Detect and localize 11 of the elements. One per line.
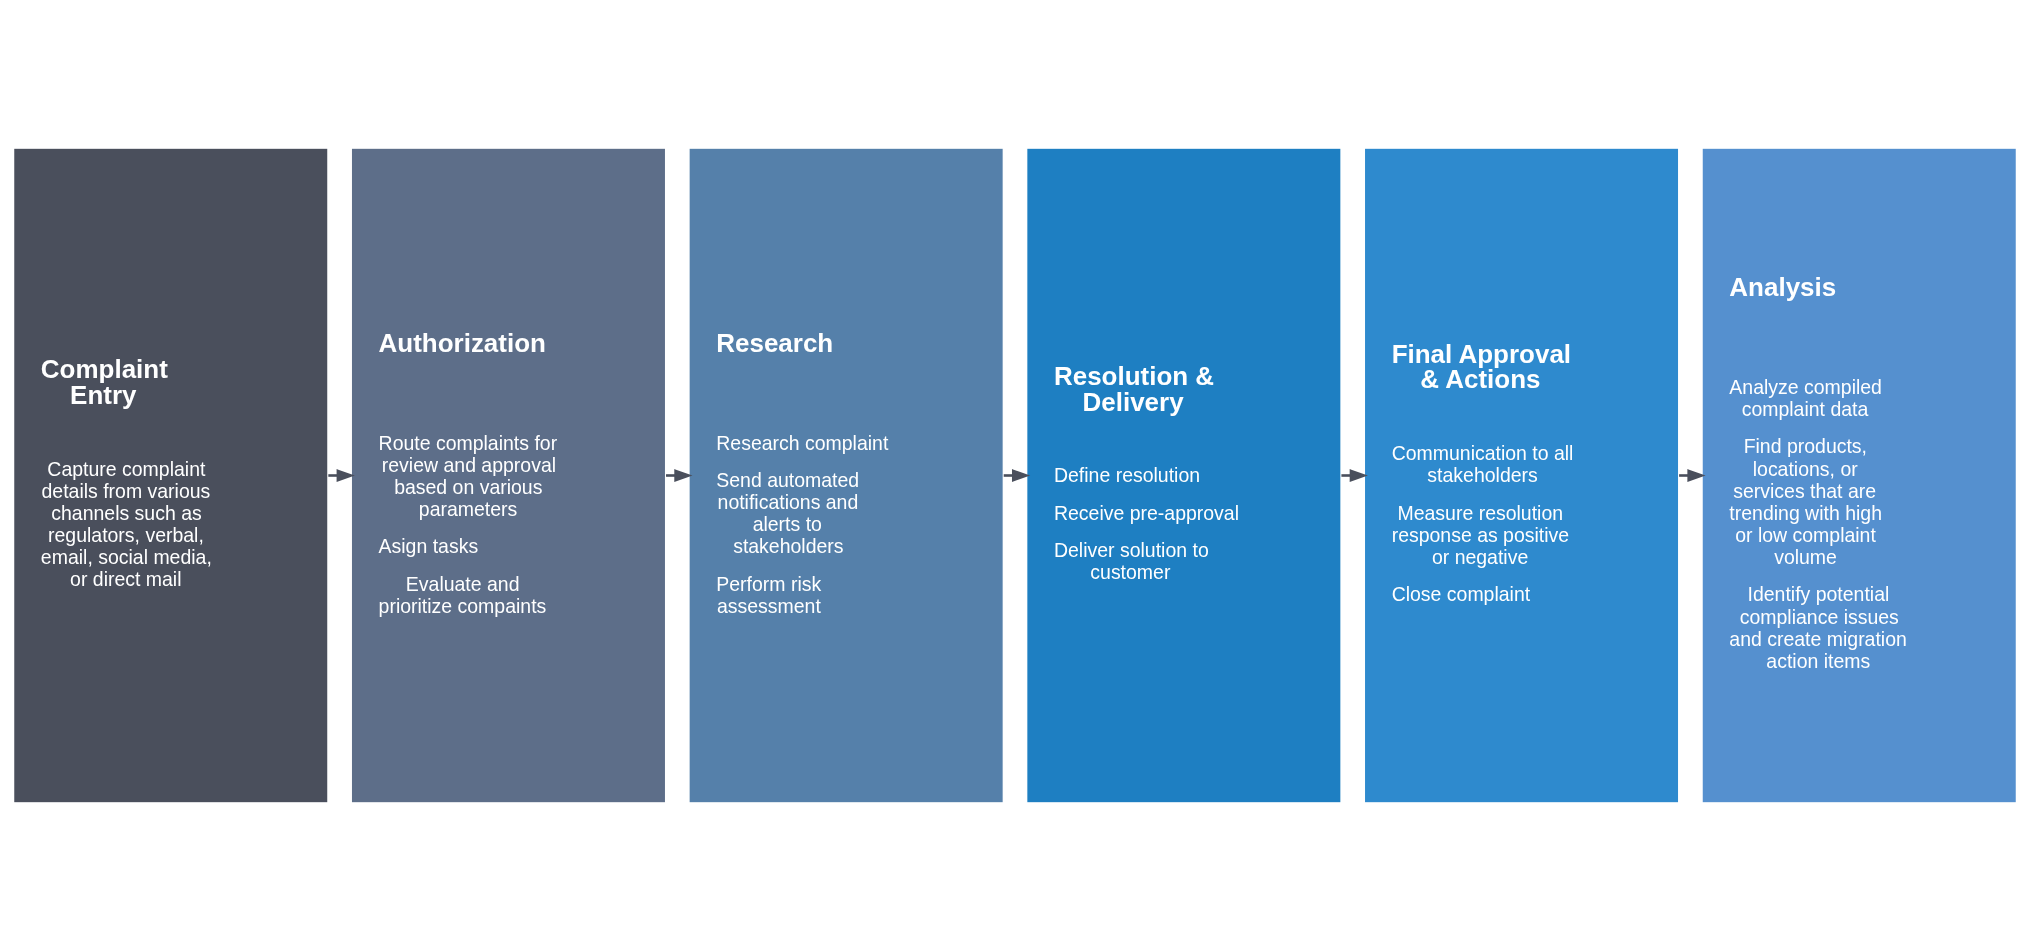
node-box: Resolution & Delivery Define resolution Receive pre-approval Deliver solution to customer <box>1026 147 1342 804</box>
arrow <box>1003 469 1031 482</box>
node-box: Research Research complaint Send automated notifications and alerts to stakeholders Perform risk assessment <box>688 147 1004 804</box>
arrow <box>1679 469 1706 482</box>
arrow <box>328 469 355 482</box>
arrow <box>1341 469 1368 482</box>
node-box: Analysis Analyze compiled complaint data Find products, locations, or services that are trending with high or low complaint volume Identify potential compliance issues and create migration action items <box>1701 147 2018 804</box>
node-box: Authorization Route complaints for review and approval based on various parameters Asign tasks Evaluate and prioritize compaints <box>350 147 667 804</box>
arrow <box>666 469 693 482</box>
node-box: Final Approval & Actions Communication to all stakeholders Measure resolution response as positive or negative Close complaint <box>1363 147 1680 804</box>
node-box: Complaint Entry Capture complaint details from various channels such as regulators, verbal, email, social media, or direct mail <box>12 147 329 804</box>
